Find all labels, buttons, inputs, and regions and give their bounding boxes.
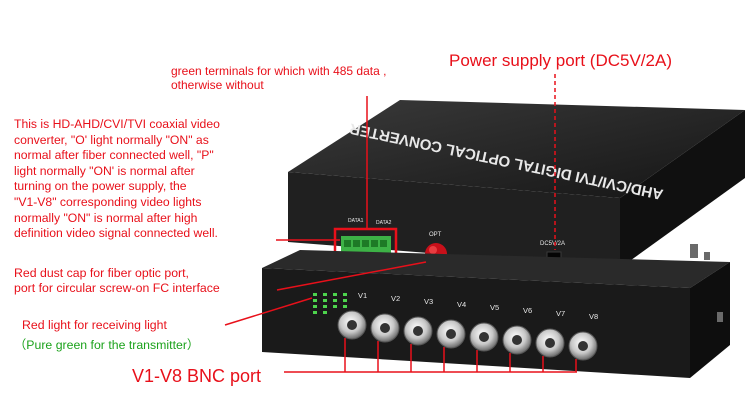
dust-cap-line-2: port for circular screw-on FC interface [14,281,220,295]
description-line-4: light normally "ON' is normal after [14,163,195,178]
annotation-green-terminals: green terminals for which with 485 data … [171,64,386,92]
channel-labels: V1 V2 V3 V4 V5 V6 V7 V8 [358,291,598,321]
channel-label-v5: V5 [490,303,499,312]
annotation-green-terminals-line-2: otherwise without [171,78,264,92]
channel-label-v4: V4 [457,300,466,309]
bnc-port-v5 [469,322,499,352]
upper-unit: AHD/CVI/TVI DIGITAL OPTICAL CONVERTER [288,100,745,268]
opt-label: OPT [429,232,442,238]
channel-label-v3: V3 [424,297,433,306]
bnc-ports [337,310,598,361]
bnc-port-v7 [535,328,565,358]
description-line-2: converter, "O' light normally "ON" as [14,132,209,147]
bnc-port-v4 [436,319,466,349]
annotation-receive-light: Red light for receiving light [22,318,167,332]
annotation-dust-cap: Red dust cap for fiber optic port, port … [14,266,220,296]
annotation-power-supply: Power supply port (DC5V/2A) [449,51,672,70]
description-line-1: This is HD-AHD/CVI/TVI coaxial video [14,117,220,131]
annotation-transmit-light: （Pure green for the transmitter） [14,338,200,352]
channel-label-v7: V7 [556,309,565,318]
bnc-port-v1 [337,310,367,340]
description-line-8: definition video signal connected well. [14,226,218,241]
terminal-label-2: DATA2 [376,220,392,226]
description-line-5: turning on the power supply, the [14,179,187,194]
channel-label-v2: V2 [391,294,400,303]
led-indicators [313,293,347,314]
terminal-label-1: DATA1 [348,218,364,224]
annotation-green-terminals-line-1: green terminals for which with 485 data … [171,64,387,78]
led-leader-line [224,297,313,326]
dust-cap-line-1: Red dust cap for fiber optic port, [14,266,189,280]
channel-label-v1: V1 [358,291,367,300]
description-line-7: normally "ON" is normal after high [14,210,198,225]
channel-label-v6: V6 [523,306,532,315]
bnc-port-v6 [502,325,532,355]
dc-label: DC5V/2A [540,241,565,247]
leader-lines [224,74,577,373]
dust-cap-leader-line [276,261,427,291]
annotation-description: This is HD-AHD/CVI/TVI coaxial video con… [14,117,220,242]
description-line-6: "V1-V8" corresponding video lights [14,194,202,209]
annotation-bnc-port: V1-V8 BNC port [132,366,262,386]
bnc-port-v3 [403,316,433,346]
bnc-port-v2 [370,313,400,343]
bnc-port-v8 [568,331,598,361]
description-line-3: normal after fiber connected well, "P" [14,148,214,163]
channel-label-v8: V8 [589,312,598,321]
